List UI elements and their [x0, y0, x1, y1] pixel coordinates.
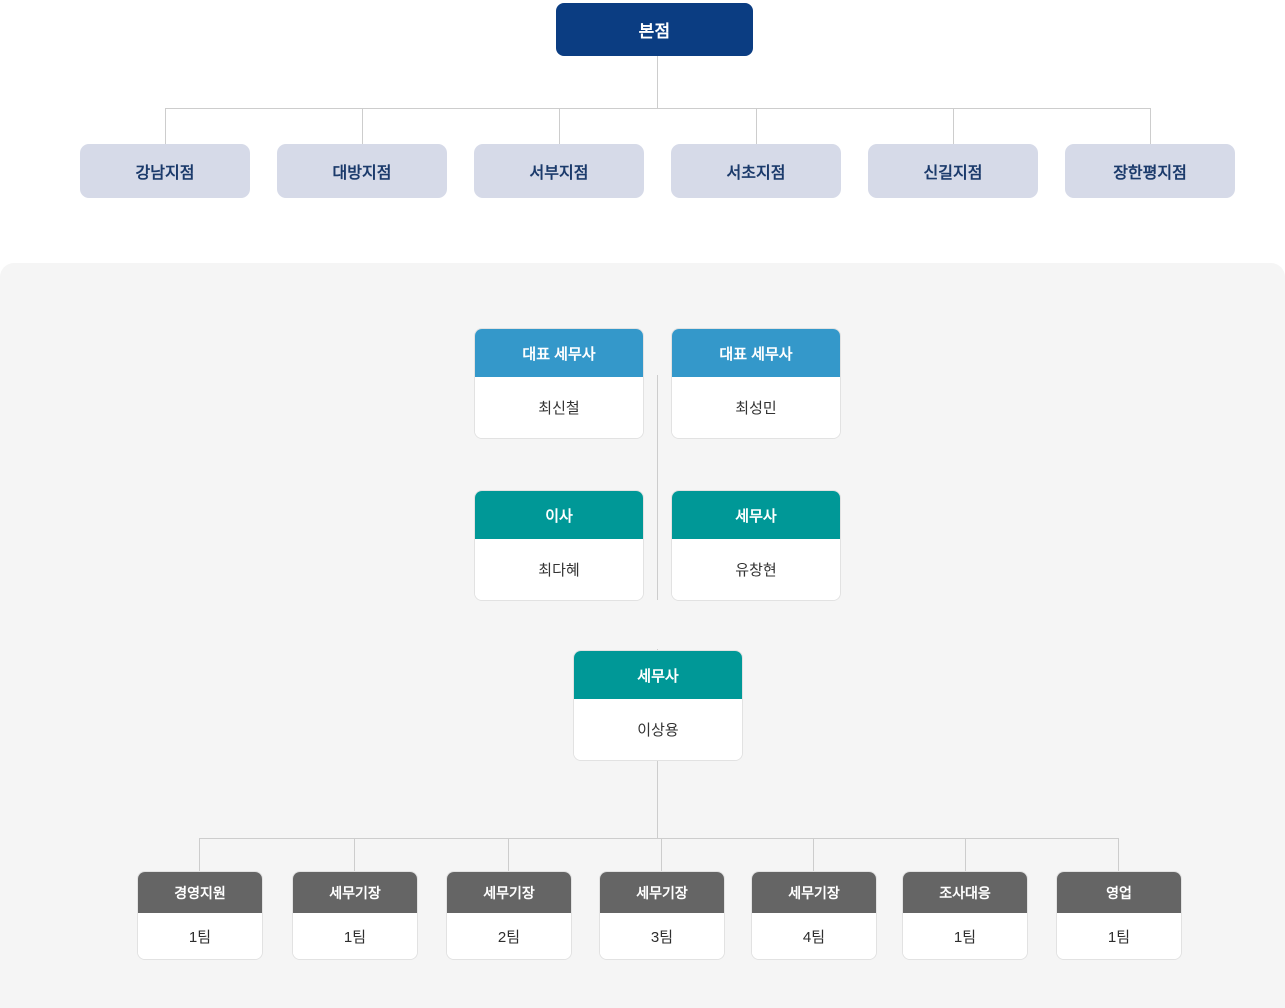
card-representative-tax-accountant-2[interactable]: 대표 세무사 최성민 — [671, 328, 841, 439]
connector-team-drop-4 — [661, 838, 662, 871]
card-title: 세무기장 — [447, 872, 571, 913]
card-title: 대표 세무사 — [672, 329, 840, 377]
card-name: 이상용 — [574, 699, 742, 760]
card-title: 영업 — [1057, 872, 1181, 913]
card-title: 세무기장 — [293, 872, 417, 913]
card-team-sales[interactable]: 영업 1팀 — [1056, 871, 1182, 960]
connector-root-stem — [657, 56, 658, 108]
connector-branch-drop-2 — [362, 108, 363, 144]
node-branch-singil[interactable]: 신길지점 — [868, 144, 1038, 198]
card-name: 최신철 — [475, 377, 643, 438]
card-team-tax-bookkeeping-2[interactable]: 세무기장 2팀 — [446, 871, 572, 960]
card-team-audit-response[interactable]: 조사대응 1팀 — [902, 871, 1028, 960]
card-name: 1팀 — [1057, 913, 1181, 959]
card-title: 세무사 — [672, 491, 840, 539]
connector-branch-drop-1 — [165, 108, 166, 144]
node-branch-gangnam[interactable]: 강남지점 — [80, 144, 250, 198]
card-team-tax-bookkeeping-3[interactable]: 세무기장 3팀 — [599, 871, 725, 960]
card-director[interactable]: 이사 최다혜 — [474, 490, 644, 601]
connector-branch-drop-6 — [1150, 108, 1151, 144]
card-name: 4팀 — [752, 913, 876, 959]
node-branch-seobu[interactable]: 서부지점 — [474, 144, 644, 198]
connector-team-bus — [199, 838, 1118, 839]
card-tax-accountant-manager[interactable]: 세무사 이상용 — [573, 650, 743, 761]
node-branch-label: 서초지점 — [726, 165, 786, 182]
card-title: 세무기장 — [752, 872, 876, 913]
node-branch-janghanpyeong[interactable]: 장한평지점 — [1065, 144, 1235, 198]
card-representative-tax-accountant-1[interactable]: 대표 세무사 최신철 — [474, 328, 644, 439]
card-title: 경영지원 — [138, 872, 262, 913]
node-branch-label: 서부지점 — [529, 165, 589, 182]
staff-panel: 대표 세무사 최신철 대표 세무사 최성민 이사 최다혜 세무사 유창현 세무사… — [0, 263, 1285, 1008]
connector-team-drop-7 — [1118, 838, 1119, 871]
connector-team-drop-1 — [199, 838, 200, 871]
connector-branch-drop-5 — [953, 108, 954, 144]
card-title: 세무사 — [574, 651, 742, 699]
card-name: 1팀 — [903, 913, 1027, 959]
card-team-tax-bookkeeping-4[interactable]: 세무기장 4팀 — [751, 871, 877, 960]
connector-spine-executives — [657, 375, 658, 439]
connector-spine-directors — [657, 439, 658, 600]
connector-team-drop-6 — [965, 838, 966, 871]
connector-branch-drop-3 — [559, 108, 560, 144]
node-headquarters[interactable]: 본점 — [556, 3, 753, 56]
node-headquarters-label: 본점 — [638, 22, 671, 41]
node-branch-daebang[interactable]: 대방지점 — [277, 144, 447, 198]
card-title: 조사대응 — [903, 872, 1027, 913]
node-branch-label: 대방지점 — [332, 165, 392, 182]
card-team-tax-bookkeeping-1[interactable]: 세무기장 1팀 — [292, 871, 418, 960]
card-team-management-support[interactable]: 경영지원 1팀 — [137, 871, 263, 960]
node-branch-label: 신길지점 — [923, 165, 983, 182]
connector-branch-bus — [165, 108, 1151, 109]
card-title: 세무기장 — [600, 872, 724, 913]
card-name: 1팀 — [293, 913, 417, 959]
connector-team-drop-3 — [508, 838, 509, 871]
card-name: 1팀 — [138, 913, 262, 959]
card-name: 최다혜 — [475, 539, 643, 600]
card-title: 대표 세무사 — [475, 329, 643, 377]
card-name: 2팀 — [447, 913, 571, 959]
card-name: 최성민 — [672, 377, 840, 438]
connector-team-drop-2 — [354, 838, 355, 871]
node-branch-label: 강남지점 — [135, 165, 195, 182]
node-branch-seocho[interactable]: 서초지점 — [671, 144, 841, 198]
card-name: 유창현 — [672, 539, 840, 600]
card-title: 이사 — [475, 491, 643, 539]
connector-spine-to-teams — [657, 760, 658, 838]
connector-branch-drop-4 — [756, 108, 757, 144]
card-tax-accountant[interactable]: 세무사 유창현 — [671, 490, 841, 601]
card-name: 3팀 — [600, 913, 724, 959]
connector-team-drop-5 — [813, 838, 814, 871]
node-branch-label: 장한평지점 — [1113, 165, 1187, 182]
